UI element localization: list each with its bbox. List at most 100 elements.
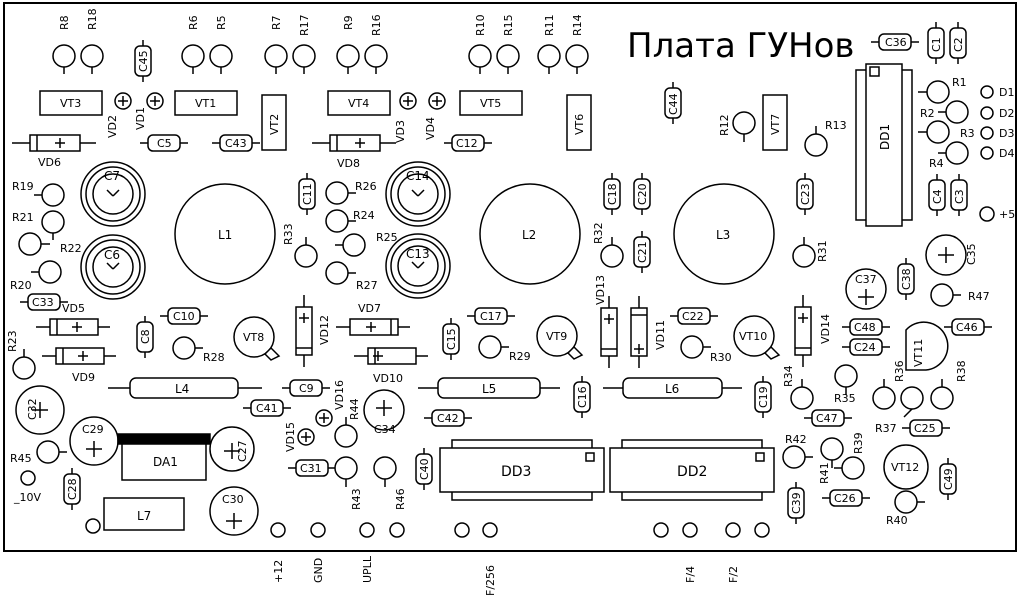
label-r43: R43: [350, 488, 363, 510]
label-c32: C32: [26, 398, 39, 420]
label-l4: L4: [175, 382, 189, 396]
label-c11: C11: [301, 183, 314, 205]
label-c36: C36: [885, 36, 907, 49]
label-vd8: VD8: [337, 157, 360, 170]
label-c35: C35: [965, 243, 978, 265]
label-l7: L7: [137, 509, 151, 523]
label-c2: C2: [952, 37, 965, 52]
label-c10: C10: [173, 310, 195, 323]
label-r8: R8: [58, 15, 71, 30]
label-c16: C16: [576, 386, 589, 408]
board-outline: [3, 2, 1017, 552]
pad-f4[interactable]: [682, 522, 698, 538]
label-da1: DA1: [153, 455, 178, 469]
label-f256: F/256: [484, 565, 497, 596]
label-c45: C45: [137, 50, 150, 72]
label-vd5: VD5: [62, 302, 85, 315]
label-c34: C34: [374, 423, 396, 436]
label-c47: C47: [816, 412, 838, 425]
label-vd13: VD13: [594, 275, 607, 305]
label-l1: L1: [218, 228, 232, 242]
label-c13: C13: [406, 247, 430, 261]
label-r2: R2: [920, 107, 935, 120]
label-r38: R38: [955, 360, 968, 382]
label-r27: R27: [356, 279, 378, 292]
label-r15: R15: [502, 14, 515, 36]
label-c7: C7: [104, 169, 120, 183]
label-r13: R13: [825, 119, 847, 132]
label-plus5: +5: [999, 208, 1015, 221]
label-c12: C12: [456, 137, 478, 150]
pad-f256[interactable]: [454, 522, 470, 538]
label-r18: R18: [86, 8, 99, 30]
label-r12: R12: [718, 114, 731, 136]
label-vt3: VT3: [60, 97, 81, 110]
label-vt7: VT7: [769, 114, 782, 135]
label-vt4: VT4: [348, 97, 369, 110]
label-r17: R17: [298, 14, 311, 36]
label-r32: R32: [592, 222, 605, 244]
label-dd2: DD2: [677, 464, 707, 480]
label-r37: R37: [875, 422, 897, 435]
label-c40: C40: [418, 458, 431, 480]
label-vd3: VD3: [394, 120, 407, 143]
label-vd1: VD1: [134, 107, 147, 130]
label-d4: D4: [999, 147, 1014, 160]
label-c15: C15: [445, 328, 458, 350]
label-vd16: VD16: [333, 380, 346, 410]
label-c39: C39: [790, 492, 803, 514]
label-c26: C26: [834, 492, 856, 505]
label-c27: C27: [236, 440, 249, 462]
label-c21: C21: [636, 241, 649, 263]
label-r47: R47: [968, 290, 990, 303]
label-r11: R11: [543, 14, 556, 36]
label-dd1: DD1: [878, 124, 892, 150]
label-r14: R14: [571, 14, 584, 36]
label-vt1: VT1: [195, 97, 216, 110]
label-r24: R24: [353, 209, 375, 222]
label-c41: C41: [256, 402, 278, 415]
label-r44: R44: [348, 398, 361, 420]
label-c49: C49: [942, 468, 955, 490]
label-vd15: VD15: [284, 422, 297, 452]
label-c42: C42: [437, 412, 459, 425]
label-minus10v: _10V: [13, 491, 41, 504]
label-c8: C8: [139, 329, 152, 344]
label-l6: L6: [665, 382, 679, 396]
label-vt12: VT12: [891, 461, 919, 474]
label-c46: C46: [956, 321, 978, 334]
label-r20: R20: [10, 279, 32, 292]
label-c9: C9: [299, 382, 314, 395]
label-c6: C6: [104, 248, 120, 262]
label-c20: C20: [636, 183, 649, 205]
label-r9: R9: [342, 15, 355, 30]
label-r41: R41: [818, 462, 831, 484]
label-d3: D3: [999, 127, 1014, 140]
pad-gnd[interactable]: [310, 522, 326, 538]
label-r16: R16: [370, 14, 383, 36]
label-r23: R23: [6, 330, 19, 352]
pad-f2[interactable]: [754, 522, 770, 538]
label-f2: F/2: [727, 566, 740, 583]
label-vd2: VD2: [106, 115, 119, 138]
label-r4: R4: [929, 157, 944, 170]
board-title: Плата ГУНов: [627, 26, 854, 66]
label-c43: C43: [225, 137, 247, 150]
label-c37: C37: [855, 273, 877, 286]
label-r3: R3: [960, 127, 975, 140]
label-vt9: VT9: [546, 330, 567, 343]
label-c29: C29: [82, 423, 104, 436]
label-r34: R34: [782, 365, 795, 387]
label-l3: L3: [716, 228, 730, 242]
pad-plus12[interactable]: [270, 522, 286, 538]
label-r31: R31: [816, 240, 829, 262]
label-r39: R39: [852, 432, 865, 454]
label-r5: R5: [215, 15, 228, 30]
label-c17: C17: [480, 310, 502, 323]
label-vd4: VD4: [424, 117, 437, 140]
label-dd3: DD3: [501, 464, 531, 480]
label-c48: C48: [854, 321, 876, 334]
pad-upll[interactable]: [389, 522, 405, 538]
label-c22: C22: [682, 310, 704, 323]
